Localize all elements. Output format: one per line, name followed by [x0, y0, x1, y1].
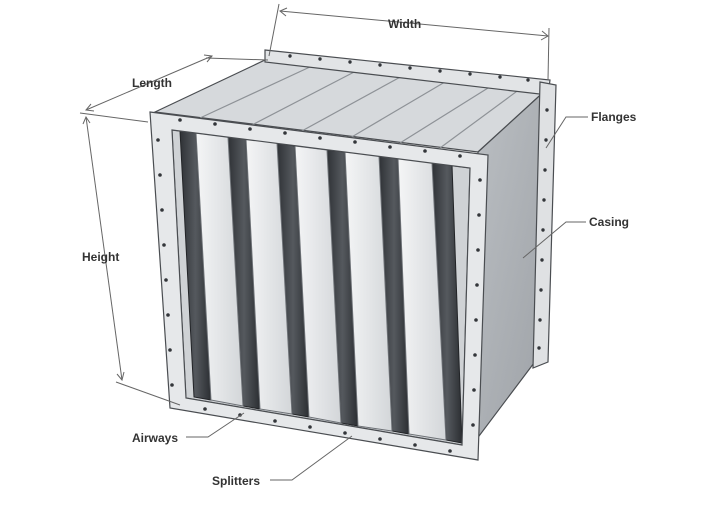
front-flange	[149, 111, 489, 461]
splitters-leader	[270, 435, 353, 481]
airways-leader	[186, 412, 245, 438]
back-flange-bolts	[288, 54, 549, 350]
casing-leader	[522, 221, 586, 259]
airways-label: Airways	[132, 431, 178, 445]
front-flange-bolts	[156, 118, 482, 453]
flanges-label: Flanges	[591, 110, 637, 124]
length-label: Length	[132, 76, 172, 90]
width-label: Width	[388, 17, 421, 31]
height-label: Height	[82, 250, 119, 264]
height-dimension	[82, 115, 181, 406]
splitters	[195, 132, 447, 441]
splitters-label: Splitters	[212, 474, 260, 488]
back-flange	[264, 49, 557, 369]
length-dimension	[79, 54, 269, 123]
width-dimension	[268, 3, 550, 81]
airways	[179, 130, 463, 444]
casing-label: Casing	[589, 215, 629, 229]
flanges-leader	[545, 116, 588, 149]
